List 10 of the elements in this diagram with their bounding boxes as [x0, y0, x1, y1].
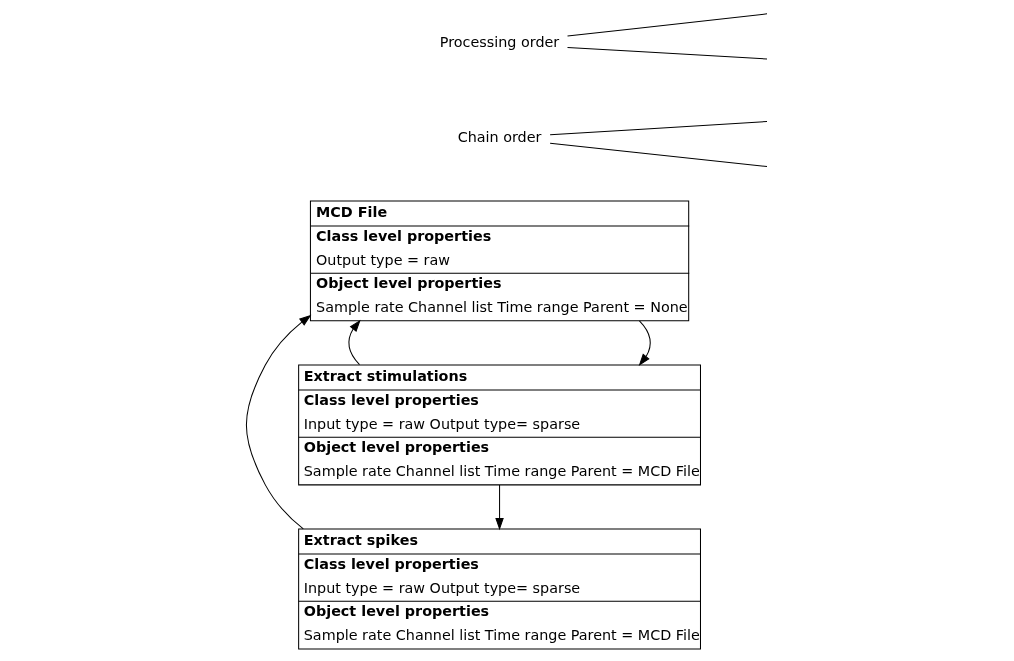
connector: [549, 120, 768, 135]
node-text: Chain order: [457, 128, 541, 145]
connector: [566, 46, 768, 59]
arrow: [245, 314, 311, 529]
arrow: [347, 319, 361, 365]
arrow: [638, 319, 651, 366]
connector: [566, 12, 768, 37]
node-text: Processing order: [439, 33, 559, 50]
arrow: [494, 483, 504, 530]
connector: [549, 142, 768, 167]
